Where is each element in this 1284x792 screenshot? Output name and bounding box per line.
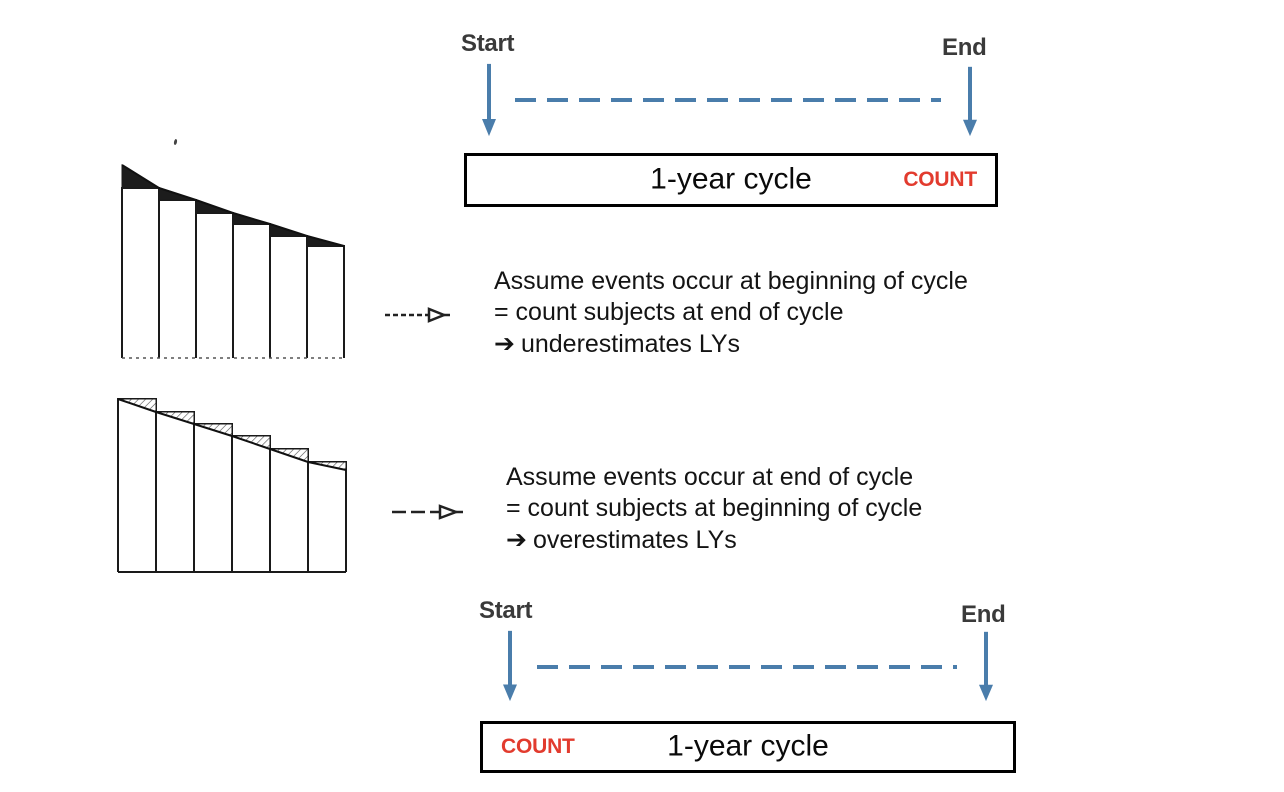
- top-start-label: Start: [461, 30, 515, 57]
- down-arrow-icon: [979, 631, 993, 702]
- annotation-line: = count subjects at end of cycle: [494, 298, 844, 326]
- open-right-arrow-icon: [385, 307, 450, 323]
- bold-right-arrow-icon: ➔: [494, 329, 515, 358]
- cycle-box-top: 1-year cycle COUNT: [464, 153, 998, 207]
- count-label: COUNT: [903, 168, 977, 191]
- bold-right-arrow-icon: ➔: [506, 525, 527, 554]
- cycle-box-bottom: COUNT 1-year cycle: [480, 721, 1016, 773]
- annotation-line: Assume events occur at beginning of cycl…: [494, 267, 968, 295]
- survival-figure-count-at-end: [121, 164, 345, 359]
- bottom-end-label: End: [961, 601, 1006, 628]
- bottom-start-label: Start: [479, 597, 533, 624]
- survival-figure-count-at-beginning: [117, 398, 347, 573]
- cycle-label: 1-year cycle: [650, 162, 812, 196]
- down-arrow-icon: [963, 66, 977, 137]
- annotation-count-at-beginning: Assume events occur at end of cycle = co…: [506, 462, 922, 556]
- count-label: COUNT: [501, 735, 575, 758]
- annotation-conclusion-text: overestimates LYs: [532, 526, 737, 554]
- scan-speck: [173, 138, 178, 146]
- annotation-count-at-end: Assume events occur at beginning of cycl…: [494, 266, 968, 360]
- top-end-label: End: [942, 34, 987, 61]
- dashed-timeline-icon: [515, 98, 941, 102]
- dashed-timeline-icon: [537, 665, 957, 669]
- down-arrow-icon: [482, 63, 496, 137]
- annotation-conclusion-text: underestimates LYs: [520, 330, 741, 358]
- down-arrow-icon: [503, 630, 517, 702]
- annotation-conclusion: ➔overestimates LYs: [506, 524, 922, 556]
- open-right-arrow-icon: [392, 504, 463, 520]
- annotation-conclusion: ➔underestimates LYs: [494, 328, 968, 360]
- annotation-line: = count subjects at beginning of cycle: [506, 494, 923, 522]
- annotation-line: Assume events occur at end of cycle: [506, 463, 914, 491]
- cycle-label: 1-year cycle: [667, 729, 829, 763]
